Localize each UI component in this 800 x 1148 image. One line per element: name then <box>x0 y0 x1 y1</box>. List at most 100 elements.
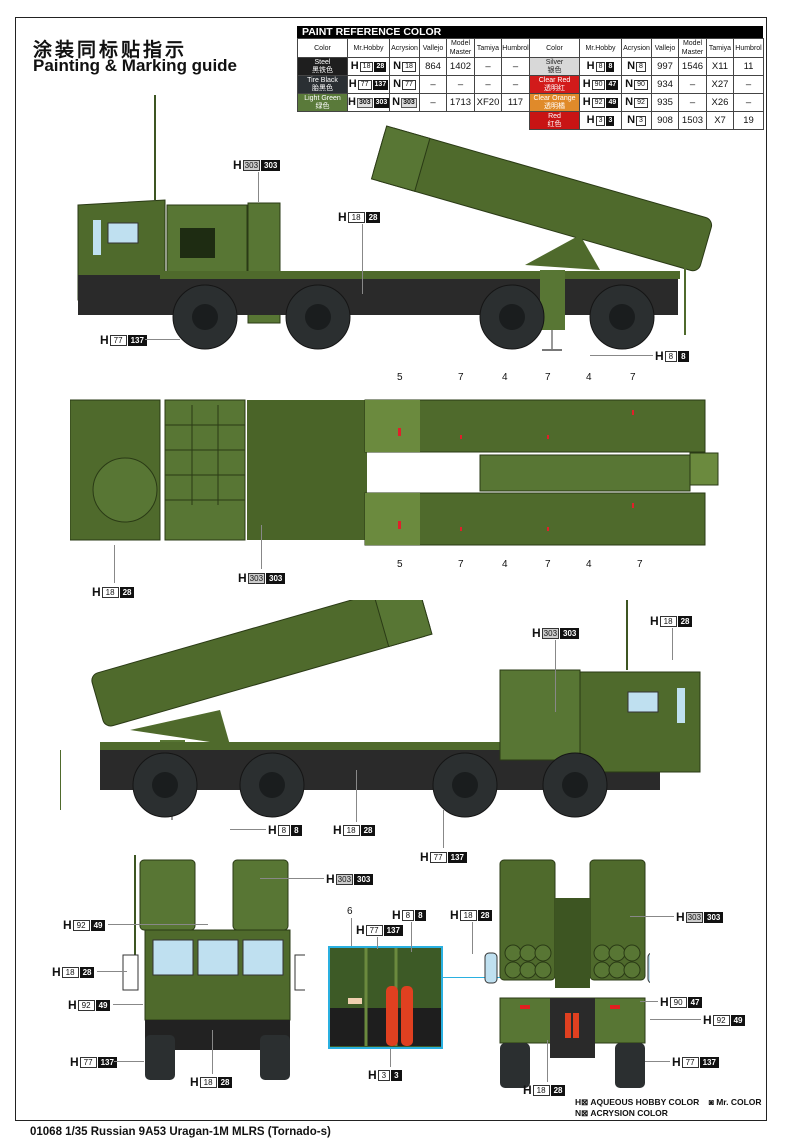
leader-line <box>114 545 115 583</box>
tamiya-code: X27 <box>706 75 734 94</box>
leader-line <box>230 829 266 830</box>
col-mrhobby: Mr.Hobby <box>347 38 390 58</box>
detail-marking-number: 6 <box>347 906 353 917</box>
tamiya-code: X11 <box>706 57 734 76</box>
col-humbrol: Humbrol <box>501 38 530 58</box>
legend-acrysion: N⊠ ACRYSION COLOR <box>575 1108 668 1118</box>
model-master-code: 1546 <box>678 57 707 76</box>
leader-line <box>260 878 324 879</box>
leader-line <box>590 355 653 356</box>
leader-line <box>362 224 363 294</box>
humbrol-code: 11 <box>733 57 764 76</box>
leader-line <box>351 918 352 946</box>
leader-line <box>640 1001 658 1002</box>
humbrol-code: – <box>501 75 530 94</box>
leader-line <box>261 525 262 569</box>
leader-line <box>114 1061 144 1062</box>
humbrol-code: 19 <box>733 111 764 130</box>
marking-number: 7 <box>630 372 636 383</box>
outline-box-icon: ⊠ <box>581 1108 589 1118</box>
vallejo-code: 997 <box>651 57 679 76</box>
vallejo-code: – <box>419 75 447 94</box>
humbrol-code: – <box>501 57 530 76</box>
leader-line <box>258 172 259 202</box>
color-code-legend: H⊠ AQUEOUS HOBBY COLOR ◙ Mr. COLOR N⊠ AC… <box>575 1097 762 1119</box>
col-humbrol: Humbrol <box>733 38 764 58</box>
outline-box-icon: ⊠ <box>581 1097 589 1107</box>
filled-box-icon: ◙ <box>708 1097 714 1107</box>
marking-number: 7 <box>637 559 643 570</box>
marking-number: 7 <box>458 559 464 570</box>
col-color: Color <box>297 38 348 58</box>
leader-line <box>630 916 674 917</box>
front-view-illustration <box>122 855 305 1080</box>
paint-table-header-row: Color Mr.Hobby Acrysion Vallejo Model Ma… <box>297 38 764 58</box>
leader-line <box>377 937 378 949</box>
marking-number: 5 <box>397 372 403 383</box>
col-acrysion: Acrysion <box>389 38 420 58</box>
col-model-master: Model Master <box>446 38 475 58</box>
leader-line <box>113 1004 143 1005</box>
leader-line <box>390 1049 391 1067</box>
marking-number: 7 <box>458 372 464 383</box>
detail-inset-illustration <box>328 946 443 1049</box>
model-master-code: – <box>446 75 475 94</box>
leader-line <box>443 810 444 848</box>
legend-aqueous: H⊠ AQUEOUS HOBBY COLOR ◙ Mr. COLOR <box>575 1097 762 1107</box>
leader-line <box>555 640 556 712</box>
leader-line <box>356 770 357 822</box>
leader-line <box>108 924 208 925</box>
page-title: Painting & Marking guide <box>33 56 238 75</box>
top-view-illustration <box>70 399 719 546</box>
humbrol-code: – <box>733 75 764 94</box>
leader-line <box>645 1061 670 1062</box>
page-frame <box>15 17 767 1121</box>
leader-line <box>97 971 127 972</box>
col-vallejo: Vallejo <box>419 38 447 58</box>
leader-line <box>411 922 412 952</box>
vallejo-code: 934 <box>651 75 679 94</box>
paint-table-title: PAINT REFERENCE COLOR <box>297 26 763 38</box>
model-master-code: 1402 <box>446 57 475 76</box>
tamiya-code: – <box>474 75 502 94</box>
